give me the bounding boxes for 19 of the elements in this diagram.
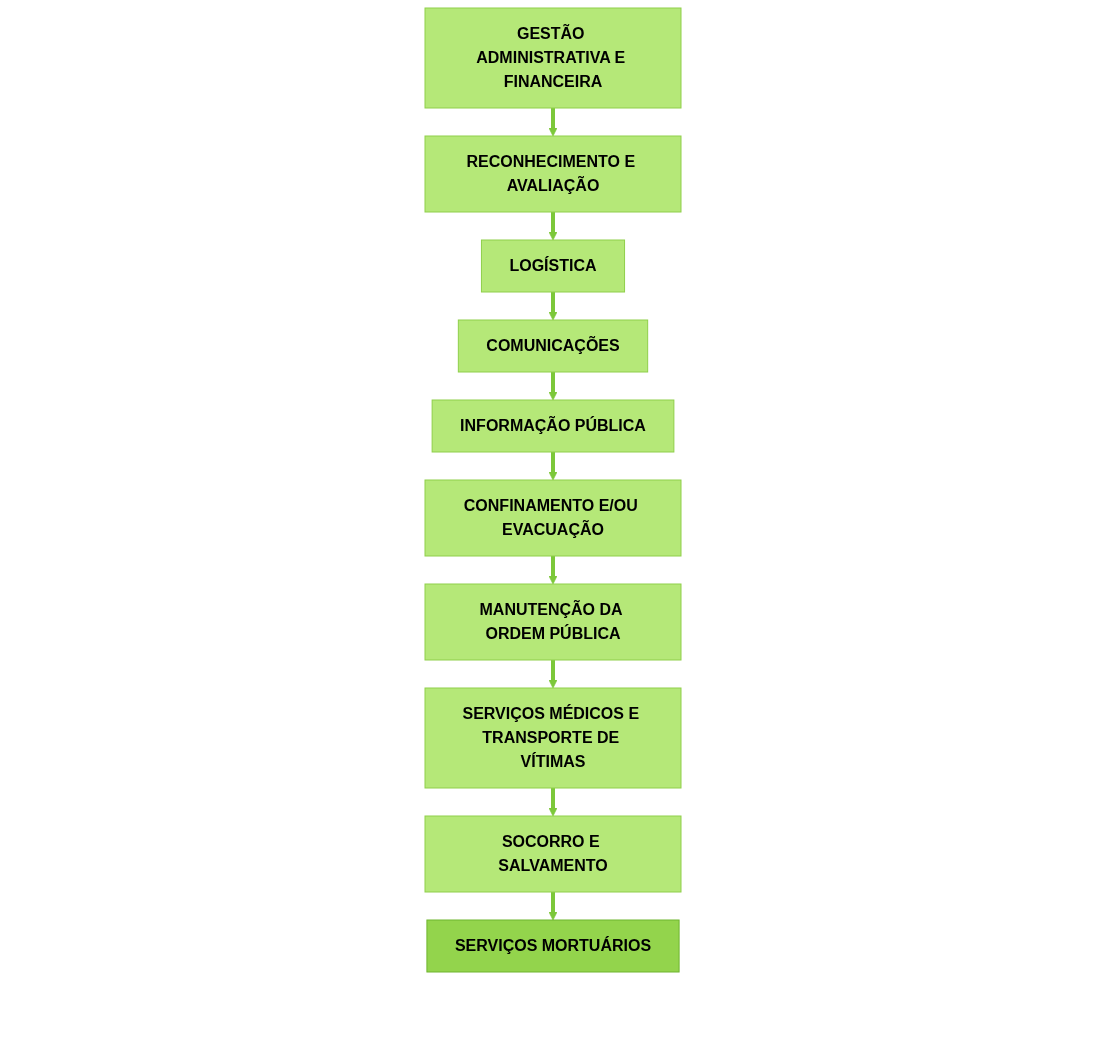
node-box: INFORMAÇÃO PÚBLICA — [431, 399, 674, 453]
node-box: COMUNICAÇÕES — [457, 319, 648, 373]
node-box: GESTÃO ADMINISTRATIVA E FINANCEIRA — [424, 7, 681, 109]
node-box: LOGÍSTICA — [480, 239, 625, 293]
arrow — [548, 556, 557, 585]
arrow — [548, 212, 557, 241]
arrow — [548, 892, 557, 921]
node-box: RECONHECIMENTO E AVALIAÇÃO — [424, 135, 681, 213]
arrow — [548, 292, 557, 321]
arrow — [548, 788, 557, 817]
node-box: SERVIÇOS MORTUÁRIOS — [425, 919, 680, 973]
arrow — [548, 372, 557, 401]
arrow — [548, 660, 557, 689]
arrow — [548, 108, 557, 137]
node-box: SOCORRO E SALVAMENTO — [424, 815, 681, 893]
node-box: SERVIÇOS MÉDICOS E TRANSPORTE DE VÍTIMAS — [424, 687, 681, 789]
arrow — [548, 452, 557, 481]
node-box: MANUTENÇÃO DA ORDEM PÚBLICA — [424, 583, 681, 661]
node-box: CONFINAMENTO E/OU EVACUAÇÃO — [424, 479, 681, 557]
